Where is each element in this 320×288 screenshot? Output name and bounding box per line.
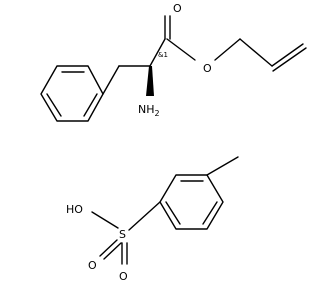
ring-outline (159, 174, 224, 230)
ring-outline (40, 65, 104, 122)
allyl-bond (214, 38, 241, 61)
ring-sulfur-bond (128, 201, 161, 231)
benzene-ring-1 (40, 65, 104, 122)
ring-double-bond (202, 201, 218, 225)
ring-double-bond (46, 93, 62, 117)
allyl-bond (239, 38, 273, 67)
p-toluenesulfonic-acid: S HO O O (66, 156, 239, 283)
sulfonyl-oxygen-2-label: O (119, 270, 128, 283)
sulfonyl-double-bond (99, 239, 118, 257)
ring-double-bond (83, 93, 98, 117)
allyl-double-bond (271, 43, 304, 67)
alpha-carbonyl-bond (149, 38, 166, 67)
sulfur-hydroxyl-bond (91, 211, 119, 229)
benzyl-bond (102, 65, 120, 95)
benzene-ring-2 (159, 174, 224, 230)
sulfur-label: S (119, 228, 126, 241)
stereo-wedge (146, 66, 154, 96)
amine-label: NH2 (138, 103, 160, 118)
sulfonyl-oxygen-1-label: O (88, 259, 97, 272)
methyl-bond (206, 156, 239, 176)
ester-oxygen-label: O (203, 62, 212, 75)
carbonyl-oxygen-label: O (173, 2, 182, 15)
phenylalanine-allyl-ester: &1 NH2 O O (40, 2, 307, 122)
sulfonyl-double-bond (103, 242, 122, 260)
allyl-double-bond (272, 47, 307, 72)
ring-double-bond (165, 201, 181, 225)
ester-bond (166, 38, 196, 61)
hydroxyl-label: HO (66, 203, 83, 216)
stereo-descriptor: &1 (158, 51, 168, 59)
